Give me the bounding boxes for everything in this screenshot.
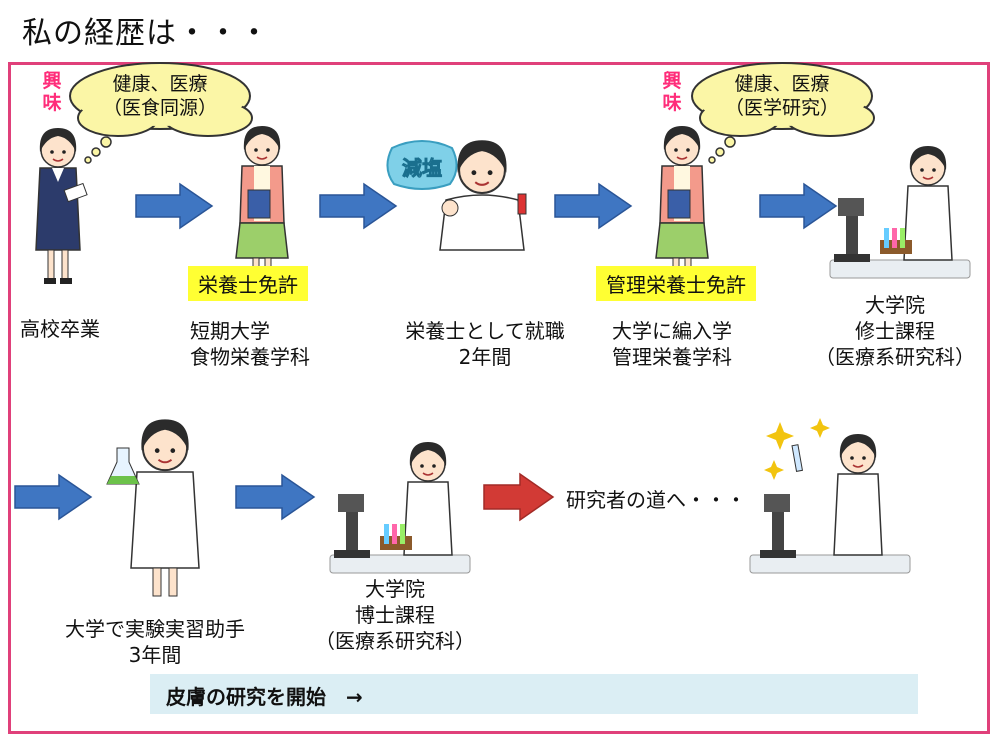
arrow-right-icon (235, 473, 316, 521)
cloud-line-2: （医食同源） (102, 97, 217, 119)
microscope-icon (334, 494, 370, 558)
flask-icon (106, 447, 140, 485)
microscope-icon (760, 494, 796, 558)
stage-line: （医療系研究科） (315, 629, 475, 653)
stage-line: 高校卒業 (20, 317, 100, 341)
test-tube-rack-icon (380, 524, 412, 550)
license-badge-registered-dietitian: 管理栄養士免許 (596, 266, 756, 301)
interest-char-1: 興 (662, 70, 682, 92)
stage-line: 2年間 (458, 345, 512, 369)
arrow-right-icon (14, 473, 93, 521)
student-figure-2 (235, 125, 289, 279)
arrow-right-icon (135, 182, 214, 230)
stage-line: 大学院 (365, 577, 425, 601)
cloud-text-2: 健康、医療 （医学研究） (702, 72, 862, 120)
researcher-future (749, 418, 911, 574)
interest-char-2: 味 (662, 92, 682, 114)
student-figure-3 (655, 125, 709, 279)
stage-line: 栄養士として就職 (405, 319, 565, 343)
stage-line: 3年間 (128, 643, 182, 667)
arrow-right-icon (554, 182, 633, 230)
stage-line: 大学院 (865, 293, 925, 317)
student-figure-1 (35, 127, 88, 284)
license-badge-nutritionist: 栄養士免許 (188, 266, 308, 301)
arrow-right-red-icon (483, 472, 555, 522)
lab-assistant-figure (106, 418, 200, 597)
interest-marker-1: 興 味 (40, 70, 64, 114)
career-frame (8, 62, 990, 734)
researcher-path-text: 研究者の道へ・・・ (566, 488, 746, 512)
stage-line: 大学で実験実習助手 (65, 617, 245, 641)
test-tube-rack-icon (880, 228, 912, 254)
salt-badge-text: 減塩 (402, 156, 442, 180)
stage-label-employment: 栄養士として就職 2年間 (385, 318, 585, 370)
cloud-line-1: 健康、医療 (734, 73, 830, 95)
skin-research-banner-text: 皮膚の研究を開始 → (166, 685, 363, 709)
cloud-line-2: （医学研究） (724, 97, 839, 119)
stage-label-university: 大学に編入学 管理栄養学科 (612, 318, 772, 370)
thought-cloud-2 (691, 62, 875, 164)
cloud-line-1: 健康、医療 (112, 73, 208, 95)
stage-label-junior-college: 短期大学 食物栄養学科 (190, 318, 350, 370)
interest-marker-2: 興 味 (660, 70, 684, 114)
stage-line: 短期大学 (190, 319, 270, 343)
arrow-right-icon (319, 182, 398, 230)
stage-label-masters: 大学院 修士課程 （医療系研究科） (810, 292, 980, 370)
researcher-microscope-2 (329, 441, 471, 574)
stage-line: （医療系研究科） (815, 345, 975, 369)
nutritionist-figure (439, 139, 527, 251)
thought-cloud-1 (69, 62, 253, 164)
stage-label-lab-assistant: 大学で実験実習助手 3年間 (40, 616, 270, 668)
stage-line: 食物栄養学科 (190, 345, 310, 369)
stage-line: 博士課程 (355, 603, 435, 627)
cloud-text-1: 健康、医療 （医食同源） (80, 72, 240, 120)
microscope-icon (834, 198, 870, 262)
stage-line: 管理栄養学科 (612, 345, 732, 369)
stage-line: 修士課程 (855, 319, 935, 343)
stage-line: 大学に編入学 (612, 319, 732, 343)
page-title: 私の経歴は・・・ (22, 16, 270, 51)
interest-char-1: 興 (42, 70, 62, 92)
stage-label-highschool: 高校卒業 (10, 316, 110, 342)
skin-research-banner (150, 674, 918, 714)
interest-char-2: 味 (42, 92, 62, 114)
sparkle-icon (764, 418, 830, 480)
stage-label-doctoral: 大学院 博士課程 （医療系研究科） (305, 576, 485, 654)
salt-badge: 減塩 (386, 140, 458, 190)
arrow-right-icon (759, 182, 838, 230)
researcher-microscope-1 (829, 145, 971, 279)
